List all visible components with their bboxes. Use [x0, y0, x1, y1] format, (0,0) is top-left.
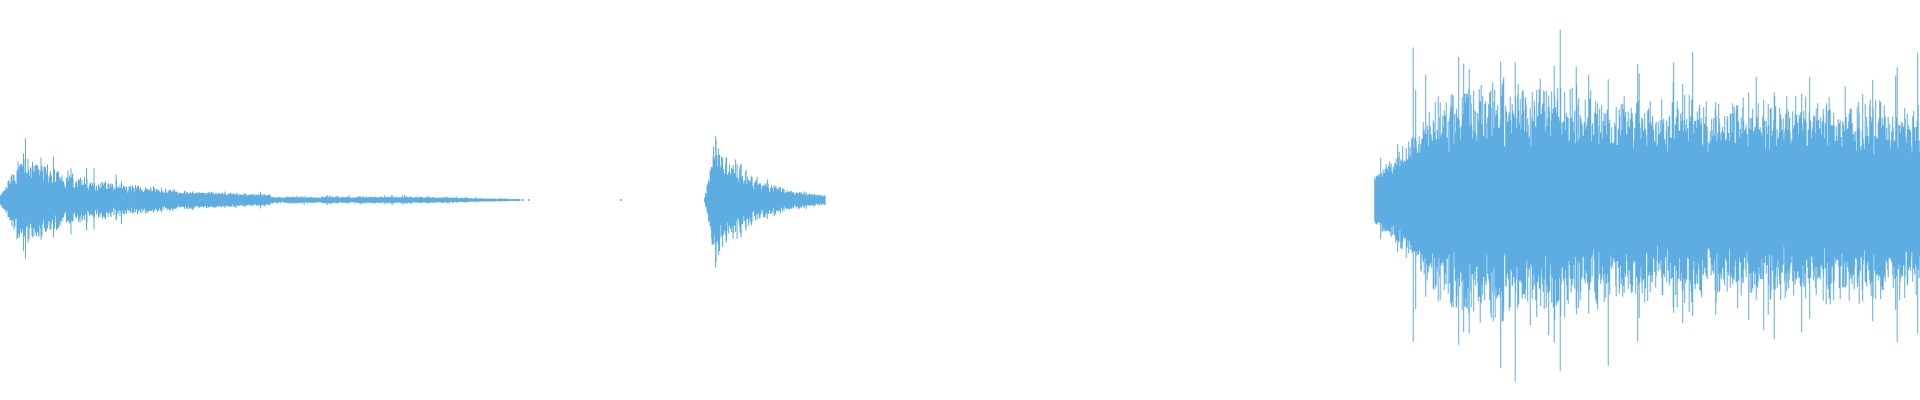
waveform-segment-1: [0, 138, 271, 259]
waveform-samples: [0, 29, 1920, 382]
waveform-path: [1374, 29, 1920, 382]
waveform-path: [270, 195, 521, 206]
waveform-path: [0, 138, 271, 259]
waveform-segment-2: [270, 195, 521, 206]
waveform-segment-3: [406, 196, 469, 204]
waveform-path: [406, 196, 469, 204]
waveform-segment-5: [1374, 29, 1920, 382]
waveform-path: [704, 135, 826, 268]
waveform-segment-4: [704, 135, 826, 268]
